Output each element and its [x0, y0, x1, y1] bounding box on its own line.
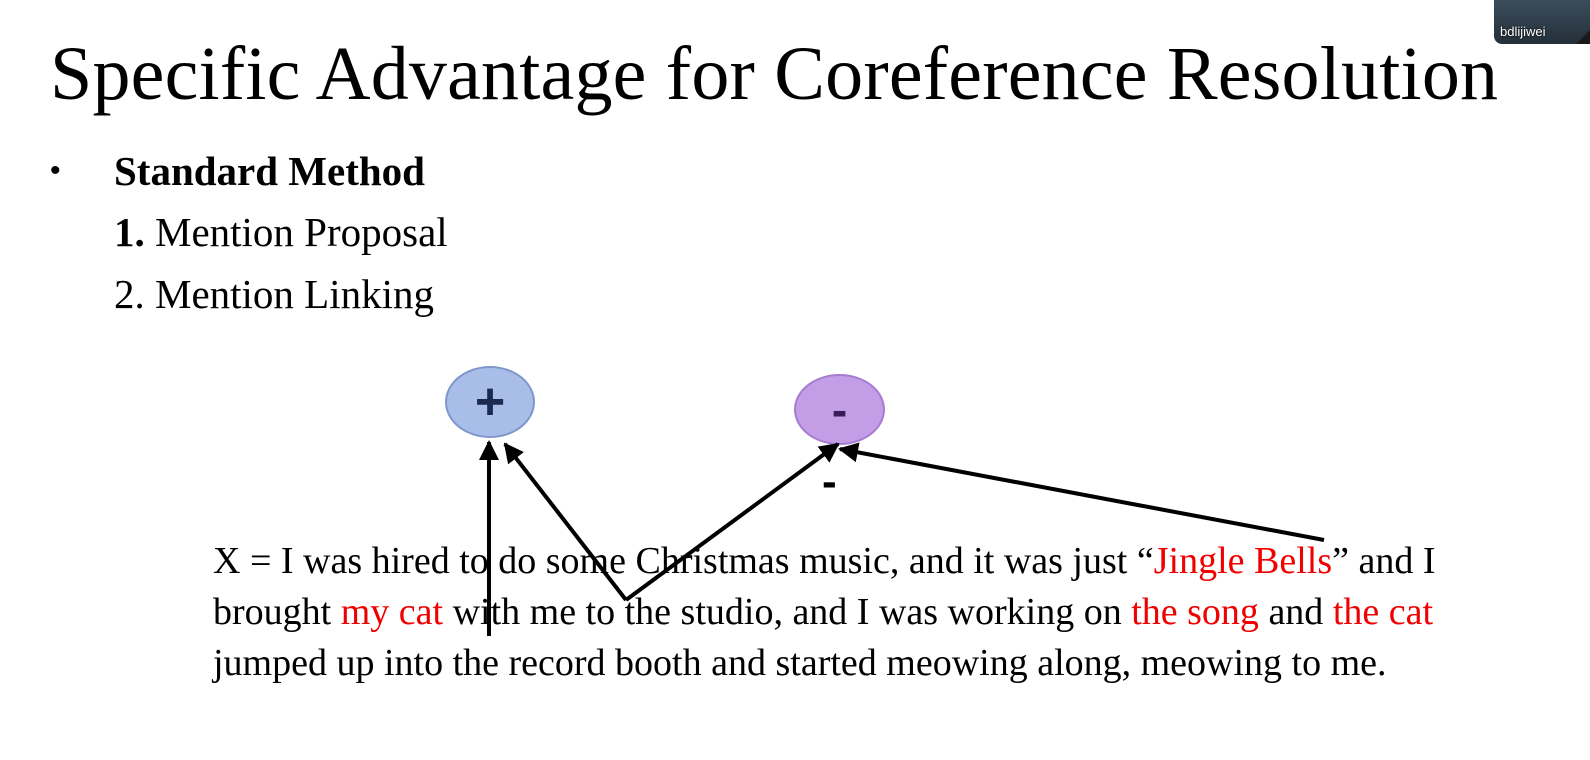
mention-my-cat: my cat — [340, 591, 444, 633]
bullet-label: Standard Method — [114, 148, 425, 194]
participant-video-thumbnail[interactable]: bdlijiwei — [1494, 0, 1590, 44]
negative-sign: - — [822, 457, 837, 506]
mention-jingle-bells: Jingle Bells — [1153, 540, 1333, 582]
step-number: 2. — [114, 271, 145, 317]
slide-title: Specific Advantage for Coreference Resol… — [50, 32, 1499, 116]
step-mention-proposal: 1. Mention Proposal — [114, 207, 448, 257]
arrow-cat-to-minus — [624, 442, 840, 602]
arrow-jingle-to-minus — [838, 442, 1325, 542]
participant-name: bdlijiwei — [1500, 24, 1546, 39]
bullet-dot: • — [50, 154, 61, 187]
minus-label: - — [831, 383, 848, 436]
positive-node: + — [445, 366, 535, 438]
step-mention-linking: 2. Mention Linking — [114, 269, 434, 319]
arrow-cat-to-plus — [503, 442, 628, 602]
example-passage: X = I was hired to do some Christmas mus… — [213, 540, 1436, 684]
step-number: 1. — [114, 209, 145, 255]
mention-the-song: the song — [1131, 591, 1259, 633]
plus-label: + — [474, 373, 506, 431]
resize-corner-icon — [1576, 30, 1590, 44]
negative-node: - — [794, 374, 885, 445]
mention-the-cat: the cat — [1332, 591, 1434, 633]
step-text: Mention Proposal — [155, 209, 448, 255]
step-text: Mention Linking — [155, 271, 435, 317]
